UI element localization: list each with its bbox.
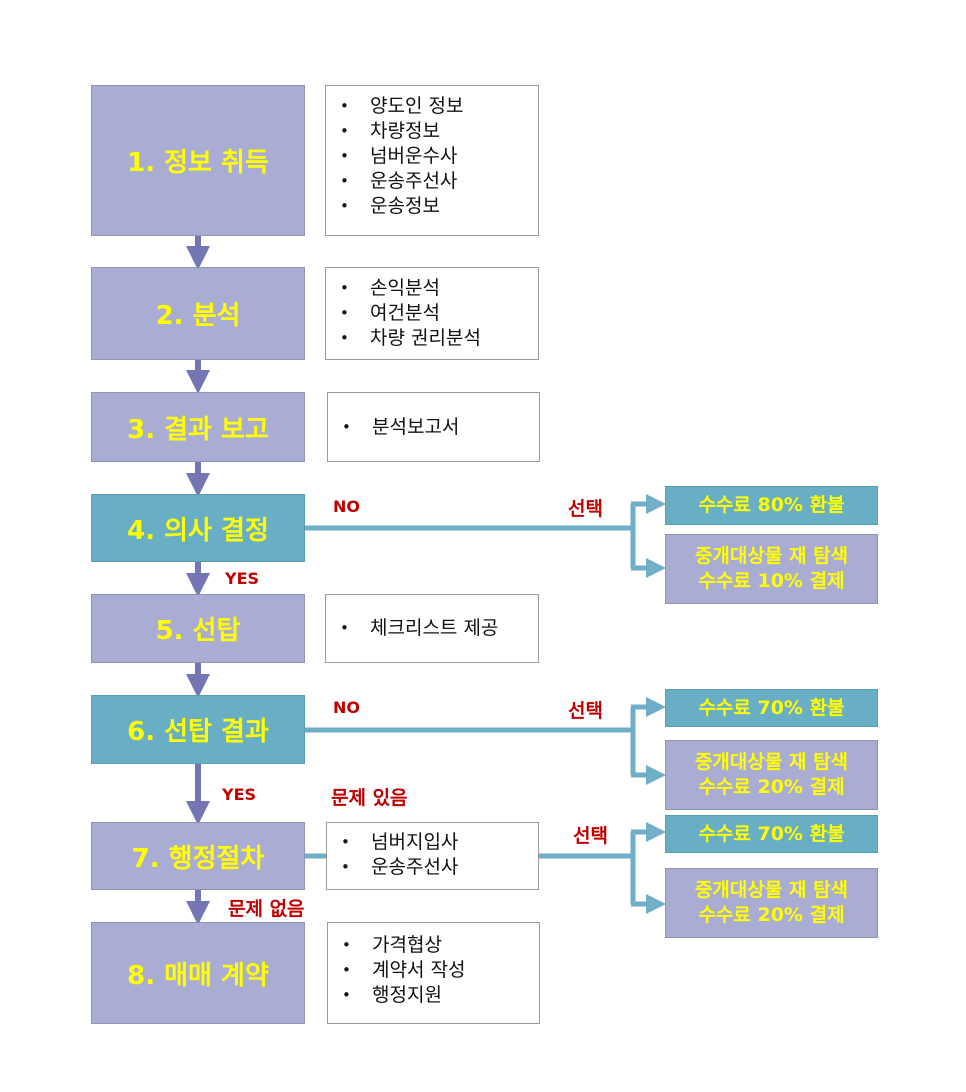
- outcome-7-refund: 수수료 70% 환불: [665, 815, 878, 853]
- step-6-label: 6. 선탑 결과: [127, 717, 269, 747]
- outcome-6-research: 중개대상물 재 탐색 수수료 20% 결제: [665, 740, 878, 810]
- step-7-label: 7. 행정절차: [131, 843, 265, 874]
- detail-item: 운송정보: [340, 194, 538, 219]
- label-no-6: NO: [333, 698, 360, 717]
- label-select-4: 선택: [568, 498, 603, 520]
- detail-item: 가격협상: [342, 933, 539, 958]
- step-5-ride-along: 5. 선탑: [91, 594, 305, 663]
- label-no-4: NO: [333, 497, 360, 516]
- step-8-details: 가격협상 계약서 작성 행정지원: [327, 922, 540, 1024]
- step-2-details: 손익분석 여건분석 차량 권리분석: [325, 267, 539, 360]
- label-yes-6: YES: [222, 785, 257, 804]
- detail-item: 차량정보: [340, 119, 538, 144]
- detail-item: 체크리스트 제공: [340, 616, 498, 641]
- outcome-7-refund-text: 수수료 70% 환불: [698, 822, 845, 845]
- outcome-6-refund-text: 수수료 70% 환불: [698, 696, 845, 719]
- outcome-7-research-line2: 수수료 20% 결제: [698, 904, 845, 926]
- step-3-report: 3. 결과 보고: [91, 392, 305, 462]
- label-problem-yes: 문제 있음: [331, 787, 408, 809]
- step-5-label: 5. 선탑: [155, 616, 241, 646]
- step-1-info-acquisition: 1. 정보 취득: [91, 85, 305, 236]
- label-yes-4: YES: [225, 569, 260, 588]
- detail-item: 계약서 작성: [342, 958, 539, 983]
- step-6-ride-result: 6. 선탑 결과: [91, 695, 305, 764]
- step-1-details: 양도인 정보 차량정보 넘버운수사 운송주선사 운송정보: [325, 85, 539, 236]
- step-3-label: 3. 결과 보고: [127, 414, 269, 445]
- detail-item: 손익분석: [340, 276, 538, 301]
- detail-item: 넘버운수사: [340, 144, 538, 169]
- outcome-4-research: 중개대상물 재 탐색 수수료 10% 결제: [665, 534, 878, 604]
- step-7-details: 넘버지입사 운송주선사: [326, 822, 539, 890]
- outcome-4-research-line2: 수수료 10% 결제: [698, 570, 845, 592]
- step-8-label: 8. 매매 계약: [127, 960, 269, 991]
- detail-item: 분석보고서: [342, 415, 459, 440]
- step-8-sale-contract: 8. 매매 계약: [91, 922, 305, 1024]
- label-select-6: 선택: [568, 700, 603, 722]
- detail-item: 운송주선사: [341, 855, 538, 880]
- label-problem-no: 문제 없음: [228, 898, 305, 920]
- label-select-7: 선택: [573, 825, 608, 847]
- outcome-6-research-line1: 중개대상물 재 탐색: [694, 751, 849, 773]
- step-2-analysis: 2. 분석: [91, 267, 305, 360]
- step-2-label: 2. 분석: [155, 301, 241, 331]
- step-4-label: 4. 의사 결정: [127, 515, 269, 546]
- detail-item: 넘버지입사: [341, 830, 538, 855]
- outcome-6-research-line2: 수수료 20% 결제: [698, 776, 845, 798]
- step-5-details: 체크리스트 제공: [325, 594, 539, 663]
- outcome-4-research-line1: 중개대상물 재 탐색: [694, 545, 849, 567]
- outcome-7-research-line1: 중개대상물 재 탐색: [694, 879, 849, 901]
- step-1-label: 1. 정보 취득: [127, 148, 269, 178]
- step-7-admin-procedure: 7. 행정절차: [91, 822, 305, 890]
- outcome-4-refund: 수수료 80% 환불: [665, 486, 878, 525]
- outcome-4-refund-text: 수수료 80% 환불: [698, 494, 845, 516]
- detail-item: 행정지원: [342, 983, 539, 1008]
- detail-item: 운송주선사: [340, 169, 538, 194]
- step-3-details: 분석보고서: [327, 392, 540, 462]
- detail-item: 양도인 정보: [340, 94, 538, 119]
- detail-item: 차량 권리분석: [340, 326, 538, 351]
- outcome-7-research: 중개대상물 재 탐색 수수료 20% 결제: [665, 868, 878, 938]
- step-4-decision: 4. 의사 결정: [91, 494, 305, 562]
- detail-item: 여건분석: [340, 301, 538, 326]
- outcome-6-refund: 수수료 70% 환불: [665, 689, 878, 727]
